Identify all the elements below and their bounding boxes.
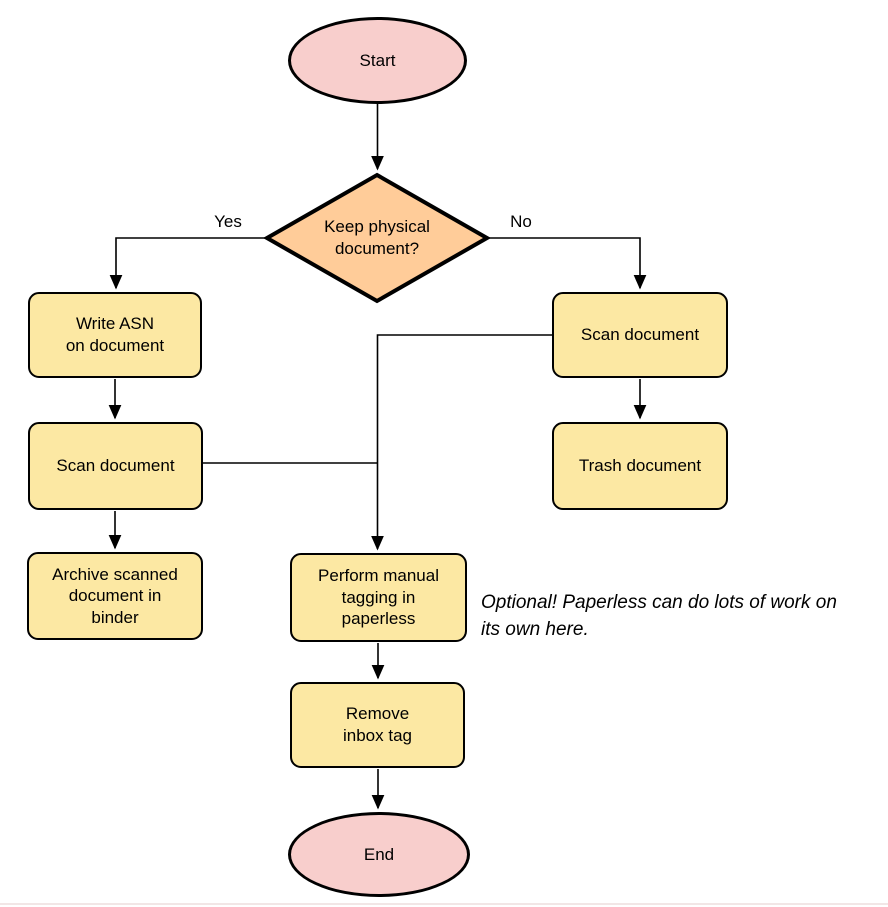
- node-remove-inbox-tag: Remove inbox tag: [290, 682, 465, 768]
- node-start: Start: [288, 17, 467, 104]
- node-scan-document-left: Scan document: [28, 422, 203, 510]
- node-end: End: [288, 812, 470, 897]
- node-write-asn: Write ASN on document: [28, 292, 202, 378]
- node-scan-document-right: Scan document: [552, 292, 728, 378]
- page-bottom-edge: [0, 903, 888, 905]
- node-trash-document: Trash document: [552, 422, 728, 510]
- edge-label-yes: Yes: [214, 212, 242, 231]
- edge-decision-no-to-scan-right: [489, 237, 647, 290]
- annotation-note: Optional! Paperless can do lots of work …: [481, 592, 837, 640]
- node-manual-tagging: Perform manual tagging in paperless: [290, 553, 467, 642]
- decision-diamond-shape: [262, 172, 492, 304]
- edge-label-no: No: [510, 212, 532, 231]
- edge-decision-yes-to-write-asn: [109, 237, 265, 290]
- node-decision-label: Keep physical document?: [324, 217, 430, 258]
- node-archive-binder: Archive scanned document in binder: [27, 552, 203, 640]
- edge-scan-right-to-tagging: [371, 334, 552, 551]
